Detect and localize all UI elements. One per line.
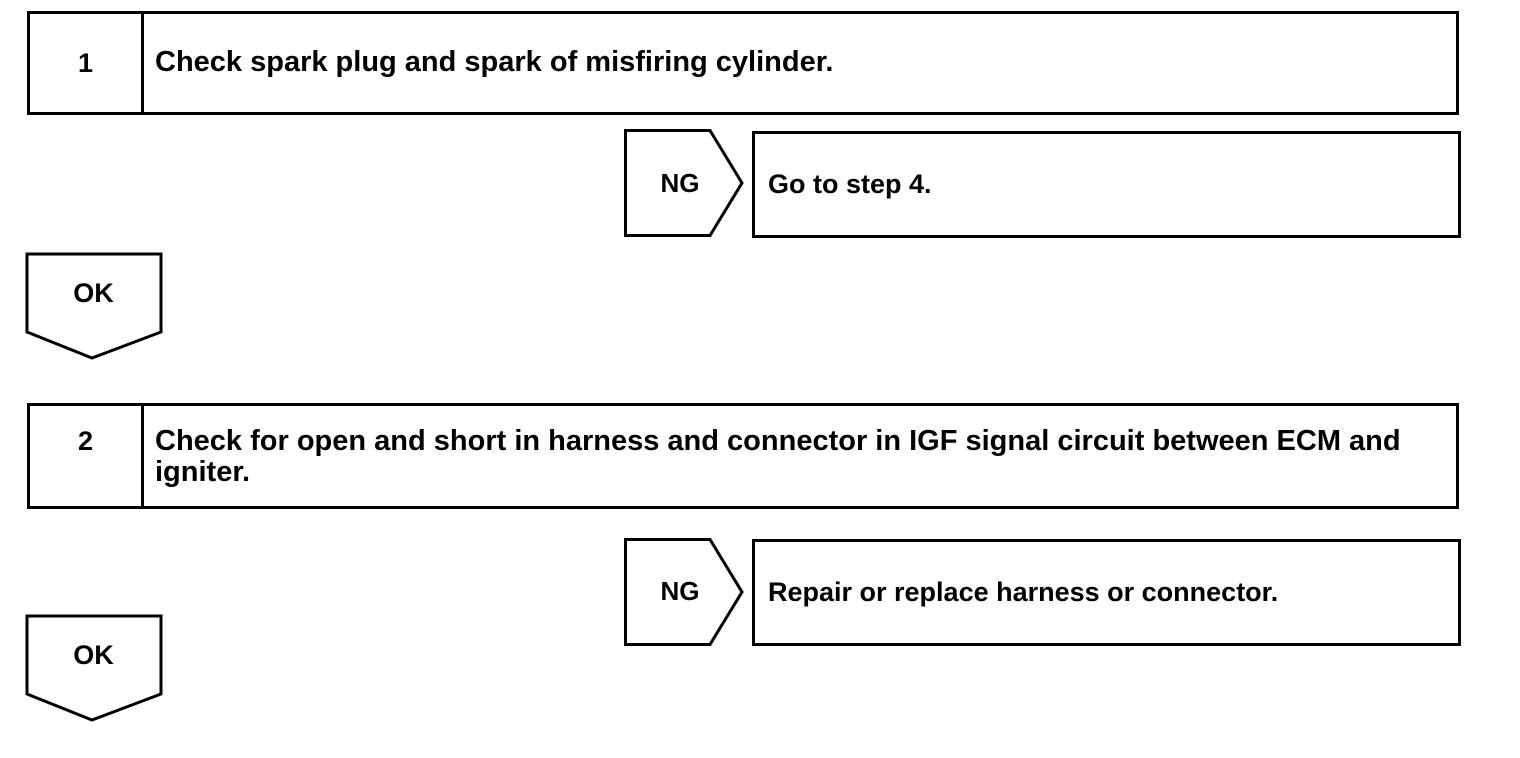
ok-arrow-shape-1 [25,252,163,360]
ng-label-1: NG [660,168,700,198]
step-instruction: Check for open and short in harness and … [155,425,1401,488]
ng-action-text-2: Repair or replace harness or connector. [768,577,1279,607]
step-box-2: 2 Check for open and short in harness an… [27,403,1459,509]
ok-label-1: OK [73,278,114,308]
ng-result-box-1: Go to step 4. [752,131,1461,238]
ng-action-text-1: Go to step 4. [768,169,932,199]
ng-label-2: NG [660,576,700,606]
ng-result-box-2: Repair or replace harness or connector. [752,539,1461,646]
step-number: 1 [30,14,144,112]
ok-label-2: OK [73,640,114,670]
ng-arrow-shape-2 [624,538,744,646]
step-instruction: Check spark plug and spark of misfiring … [155,46,834,78]
step-box-1: 1 Check spark plug and spark of misfirin… [27,11,1459,115]
ok-arrow-shape-2 [25,614,163,722]
ng-arrow-shape-1 [624,129,744,237]
step-number: 2 [30,406,144,506]
